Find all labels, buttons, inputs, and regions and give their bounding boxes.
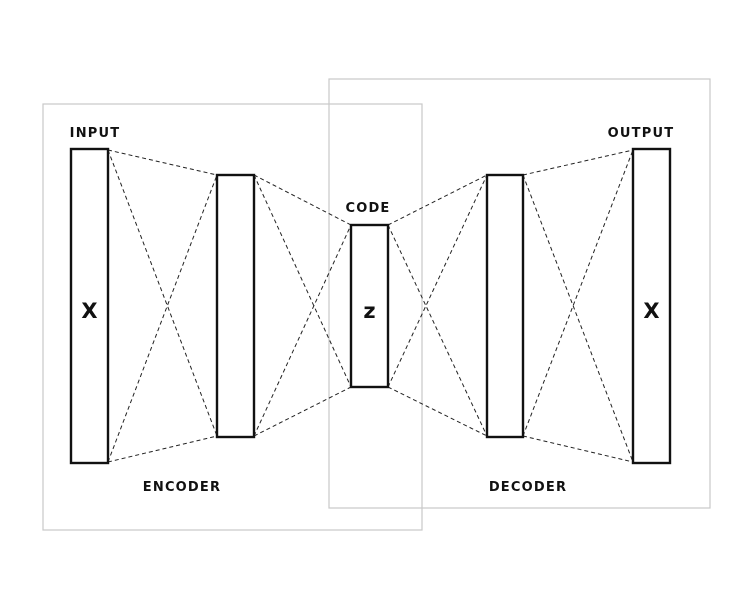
code-layer — [349, 223, 390, 389]
decoder-hidden-layer — [485, 173, 525, 439]
code-symbol: z — [363, 299, 375, 323]
code-label: CODE — [345, 201, 390, 216]
connection-line — [253, 224, 352, 437]
connection-line — [522, 149, 634, 437]
connection-line — [387, 174, 488, 226]
decoder-region — [328, 78, 711, 509]
connection-line — [522, 435, 634, 463]
connection-line — [387, 386, 488, 437]
input-layer — [69, 147, 110, 465]
decoder-label: DECODER — [489, 480, 567, 495]
input-symbol: X — [81, 299, 97, 323]
output-label: OUTPUT — [608, 126, 675, 141]
connections — [107, 149, 634, 463]
encoder-region — [42, 103, 423, 531]
output-symbol: X — [643, 299, 659, 323]
connection-line — [522, 174, 634, 463]
connection-line — [253, 174, 352, 226]
connection-line — [387, 224, 488, 437]
output-layer — [631, 147, 672, 465]
encoder-label: ENCODER — [143, 480, 221, 495]
connection-line — [387, 174, 488, 388]
connection-line — [107, 435, 218, 463]
input-label: INPUT — [70, 126, 121, 141]
connection-line — [253, 174, 352, 388]
connection-line — [253, 386, 352, 437]
encoder-hidden-layer — [215, 173, 256, 439]
connection-line — [107, 149, 218, 176]
connection-line — [522, 149, 634, 176]
connection-line — [107, 174, 218, 463]
connection-line — [107, 149, 218, 437]
